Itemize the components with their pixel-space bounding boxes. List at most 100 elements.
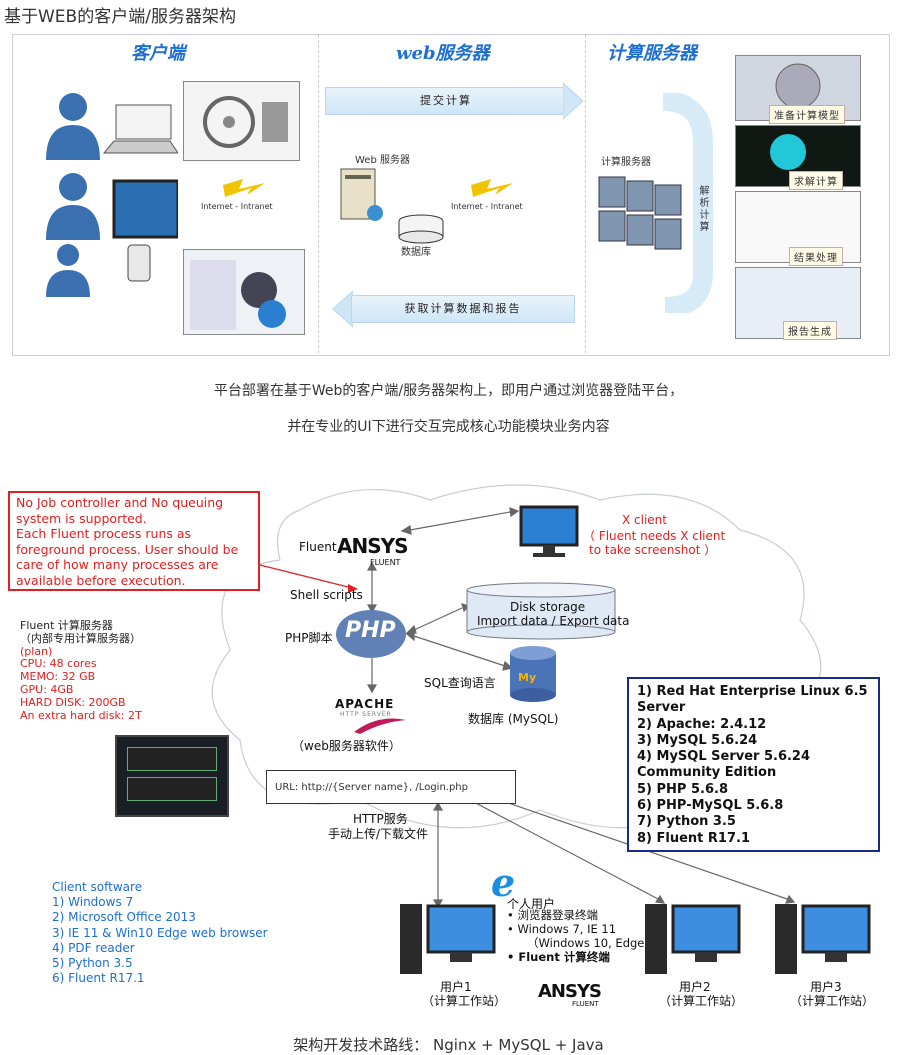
client-software-item: 1) Windows 7 bbox=[52, 895, 134, 910]
caption-line-2: 并在专业的UI下进行交互完成核心功能模块业务内容 bbox=[287, 419, 610, 435]
fetch-label: 获取计算数据和报告 bbox=[404, 302, 522, 315]
http-transfer-label: 手动上传/下载文件 bbox=[328, 827, 429, 841]
ie-browser-icon: e bbox=[491, 862, 515, 902]
user1-name: 用户1 bbox=[440, 980, 472, 994]
tag-solve: 求解计算 bbox=[789, 171, 843, 190]
warning-line: care of how many processes are bbox=[16, 557, 219, 572]
tech-route-caption: 架构开发技术路线： Nginx + MySQL + Java bbox=[293, 1036, 604, 1054]
client-column-title: 客户端 bbox=[131, 43, 185, 64]
warning-line: foreground process. User should be bbox=[16, 541, 239, 557]
apache-feather-icon bbox=[354, 718, 406, 734]
disk-storage-label: Disk storage bbox=[510, 600, 586, 614]
personal-item: • Windows 7, IE 11 bbox=[507, 922, 617, 936]
apache-sub: HTTP SERVER bbox=[340, 711, 392, 718]
svg-text:e: e bbox=[491, 862, 515, 902]
user-icon bbox=[59, 93, 87, 121]
client-software-list: Client software 1) Windows 7 2) Microsof… bbox=[52, 880, 268, 986]
network-label: Internet - Intranet bbox=[201, 202, 273, 211]
personal-item: （Windows 10, Edge） bbox=[527, 936, 656, 950]
ansys-logo: ANSYS bbox=[337, 534, 409, 558]
disk-io-label: Import data / Export data bbox=[477, 614, 630, 628]
ansys-logo: ANSYS bbox=[538, 981, 602, 1002]
server-icon bbox=[598, 176, 626, 208]
sql-label: SQL查询语言 bbox=[424, 676, 496, 690]
client-screenshot-1 bbox=[183, 81, 300, 161]
submit-label: 提交计算 bbox=[420, 94, 472, 107]
submit-arrow: 提交计算 bbox=[325, 87, 567, 115]
xclient-label: X client bbox=[622, 513, 667, 527]
user3-role: （计算工作站） bbox=[790, 994, 875, 1008]
column-divider bbox=[585, 35, 586, 353]
laptop-icon bbox=[115, 104, 172, 140]
arrow-left-icon bbox=[332, 290, 353, 328]
compute-column-title: 计算服务器 bbox=[607, 43, 697, 64]
spec-line: An extra hard disk: 2T bbox=[20, 708, 142, 722]
client-software-item: 3) IE 11 & Win10 Edge web browser bbox=[52, 925, 268, 940]
shell-scripts-label: Shell scripts bbox=[290, 588, 363, 602]
fetch-arrow: 获取计算数据和报告 bbox=[351, 295, 575, 323]
lightning-icon bbox=[471, 179, 513, 197]
user2-name: 用户2 bbox=[679, 980, 711, 994]
http-service-label: HTTP服务 bbox=[353, 812, 408, 826]
workstation-icon bbox=[400, 904, 496, 974]
spec-line: CPU: 48 cores bbox=[20, 657, 97, 671]
loop-arrow bbox=[662, 93, 713, 313]
web-column-title: web服务器 bbox=[396, 43, 490, 64]
web-server-label: Web 服务器 bbox=[355, 155, 410, 166]
monitor-icon bbox=[112, 179, 178, 239]
fluent-sub-label: FLUENT bbox=[370, 558, 401, 567]
user1-role: （计算工作站） bbox=[422, 994, 507, 1008]
php-script-label: PHP脚本 bbox=[285, 631, 333, 645]
globe-icon bbox=[367, 205, 383, 221]
rack-server-image bbox=[115, 735, 229, 817]
spec-line: MEMO: 32 GB bbox=[20, 670, 96, 684]
user-icon bbox=[57, 244, 79, 266]
tag-prepare: 准备计算模型 bbox=[769, 105, 845, 124]
web-software-label: （web服务器软件） bbox=[292, 739, 401, 753]
url-box[interactable]: URL: http://{Server name}, /Login.php bbox=[266, 770, 516, 804]
personal-user-list: • 浏览器登录终端 • Windows 7, IE 11 （Windows 10… bbox=[507, 908, 656, 964]
client-software-item: 4) PDF reader bbox=[52, 940, 135, 955]
client-software-item: 6) Fluent R17.1 bbox=[52, 971, 145, 986]
user3-name: 用户3 bbox=[810, 980, 842, 994]
page-title: 基于WEB的客户端/服务器架构 bbox=[4, 7, 236, 27]
svg-text:My: My bbox=[518, 671, 536, 684]
mysql-db-icon: My bbox=[510, 646, 556, 702]
personal-user-label: 个人用户 bbox=[507, 897, 556, 911]
client-software-item: 2) Microsoft Office 2013 bbox=[52, 910, 196, 925]
network-label: Internet - Intranet bbox=[451, 202, 523, 211]
version-line: 3) MySQL 5.6.24 bbox=[637, 732, 758, 748]
fluent-label: Fluent bbox=[299, 540, 337, 554]
lightning-icon bbox=[223, 179, 265, 197]
version-line: Community Edition bbox=[637, 765, 777, 781]
xclient-monitor-icon bbox=[519, 505, 579, 557]
php-logo bbox=[336, 610, 406, 658]
warning-line: available before execution. bbox=[16, 572, 186, 588]
compute-cluster-illustration bbox=[598, 176, 682, 250]
fluent-sub-label: FLUENT bbox=[572, 1000, 599, 1008]
client-software-title: Client software bbox=[52, 880, 143, 894]
spec-line: GPU: 4GB bbox=[20, 682, 74, 696]
architecture-panel: 客户端 web服务器 计算服务器 Internet - Intranet 提交计… bbox=[12, 34, 890, 356]
caption-line-1: 平台部署在基于Web的客户端/服务器架构上，即用户通过浏览器登陆平台， bbox=[213, 383, 684, 399]
tag-post: 结果处理 bbox=[789, 247, 843, 266]
parse-label: 解析计算 bbox=[697, 185, 708, 233]
fluent-server-title: Fluent 计算服务器 bbox=[20, 619, 113, 632]
users-illustration bbox=[46, 93, 178, 297]
version-line: Server bbox=[637, 700, 686, 716]
web-server-illustration bbox=[340, 168, 444, 244]
php-logo-text: PHP bbox=[345, 618, 396, 643]
xclient-note: （ Fluent needs X client bbox=[583, 529, 726, 543]
client-screenshot-2 bbox=[183, 249, 305, 335]
spec-line: (plan) bbox=[20, 644, 53, 658]
version-line: 5) PHP 5.6.8 bbox=[637, 781, 728, 797]
workstation-icon bbox=[775, 904, 871, 974]
disk-storage bbox=[466, 582, 616, 640]
warning-line: No Job controller and No queuing bbox=[16, 495, 224, 510]
software-versions-box: 1) Red Hat Enterprise Linux 6.5 Server 2… bbox=[627, 677, 880, 852]
arrow-right-icon bbox=[563, 82, 584, 120]
client-software-item: 5) Python 3.5 bbox=[52, 956, 133, 971]
version-line: 8) Fluent R17.1 bbox=[637, 830, 751, 846]
xclient-note: to take screenshot ） bbox=[589, 543, 717, 557]
fluent-server-specs: Fluent 计算服务器 （内部专用计算服务器） (plan) CPU: 48 … bbox=[20, 619, 142, 722]
